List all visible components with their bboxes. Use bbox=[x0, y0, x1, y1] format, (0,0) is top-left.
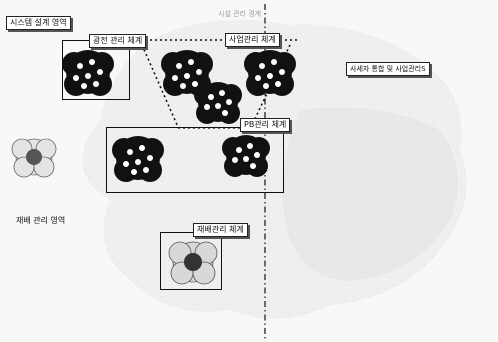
middle-frame bbox=[106, 127, 284, 193]
middle-box-label: PB관리 체계 bbox=[240, 118, 290, 132]
top-left-frame bbox=[62, 40, 130, 100]
top-right-box-label: 사업관리 체계 bbox=[225, 33, 280, 47]
left-area-label: 재배 관리 영역 bbox=[16, 216, 65, 226]
top-left-box-label: 광전 관리 체계 bbox=[89, 34, 146, 48]
bottom-box-label: 재배관리 체계 bbox=[193, 223, 248, 237]
right-label: 사세자 통합 및 사업관리S bbox=[346, 62, 430, 76]
flower-cluster-icon bbox=[244, 50, 296, 96]
top-faint-label: 시설 관리 경계 bbox=[218, 9, 261, 19]
system-area-label: 시스템 설계 영역 bbox=[6, 16, 71, 30]
bottom-frame bbox=[160, 232, 222, 290]
light-flower-icon bbox=[12, 139, 56, 177]
flower-cluster-icon bbox=[194, 82, 242, 124]
